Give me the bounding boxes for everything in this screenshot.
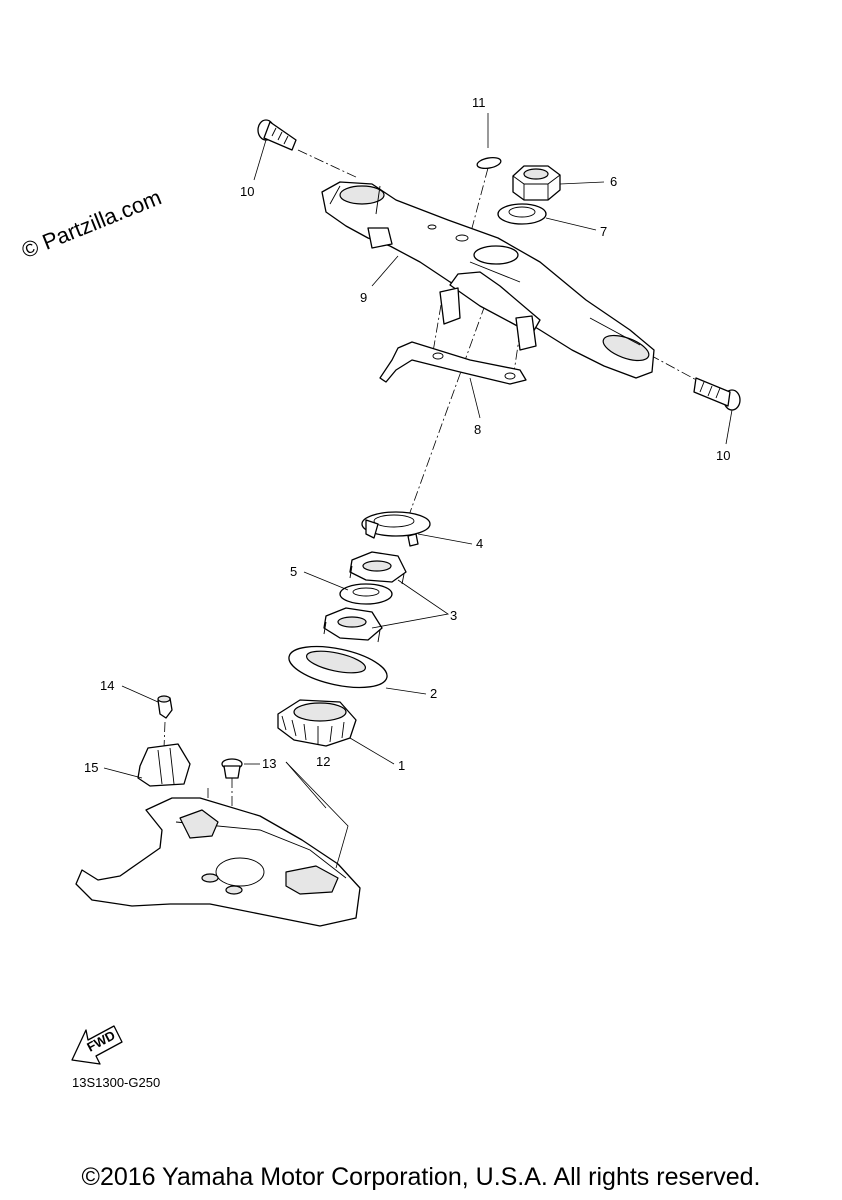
callout-15: 15 — [84, 760, 98, 775]
callout-9: 9 — [360, 290, 367, 305]
callout-10-left: 10 — [240, 184, 254, 199]
callout-10-right: 10 — [716, 448, 730, 463]
callout-11: 11 — [472, 95, 486, 110]
callout-6: 6 — [610, 174, 617, 189]
bolt-part-10-right — [693, 377, 741, 411]
clip-part-15 — [137, 743, 191, 787]
callout-7: 7 — [600, 224, 607, 239]
washer-part-5 — [339, 583, 393, 605]
plate-part-8 — [379, 341, 527, 385]
washer-part-7 — [497, 203, 547, 225]
bolt-part-10-left — [257, 119, 297, 151]
dust-seal-part-2 — [288, 645, 388, 689]
lock-washer-part-4 — [361, 511, 431, 547]
callout-4: 4 — [476, 536, 483, 551]
callout-2: 2 — [430, 686, 437, 701]
callout-5: 5 — [290, 564, 297, 579]
hex-nut-part-6 — [512, 165, 561, 201]
copyright-notice: ©2016 Yamaha Motor Corporation, U.S.A. A… — [81, 1163, 761, 1191]
diagram-code: 13S1300-G250 — [72, 1075, 161, 1090]
callout-3: 3 — [450, 608, 457, 623]
callout-1: 1 — [398, 758, 405, 773]
ring-nut-part-3-lower — [323, 607, 383, 643]
callout-12: 12 — [316, 754, 330, 769]
bolt-part-13 — [221, 758, 243, 779]
fwd-arrow-icon: FWD — [71, 1025, 123, 1065]
o-ring-part-11 — [476, 157, 502, 169]
callout-14: 14 — [100, 678, 114, 693]
callout-8: 8 — [474, 422, 481, 437]
callout-13: 13 — [262, 756, 276, 771]
ring-nut-part-3-upper — [349, 551, 407, 585]
screw-part-14 — [157, 695, 173, 719]
cover-part-12 — [75, 797, 361, 927]
upper-bracket-part-9 — [321, 181, 655, 379]
bearing-part-1 — [277, 699, 357, 747]
